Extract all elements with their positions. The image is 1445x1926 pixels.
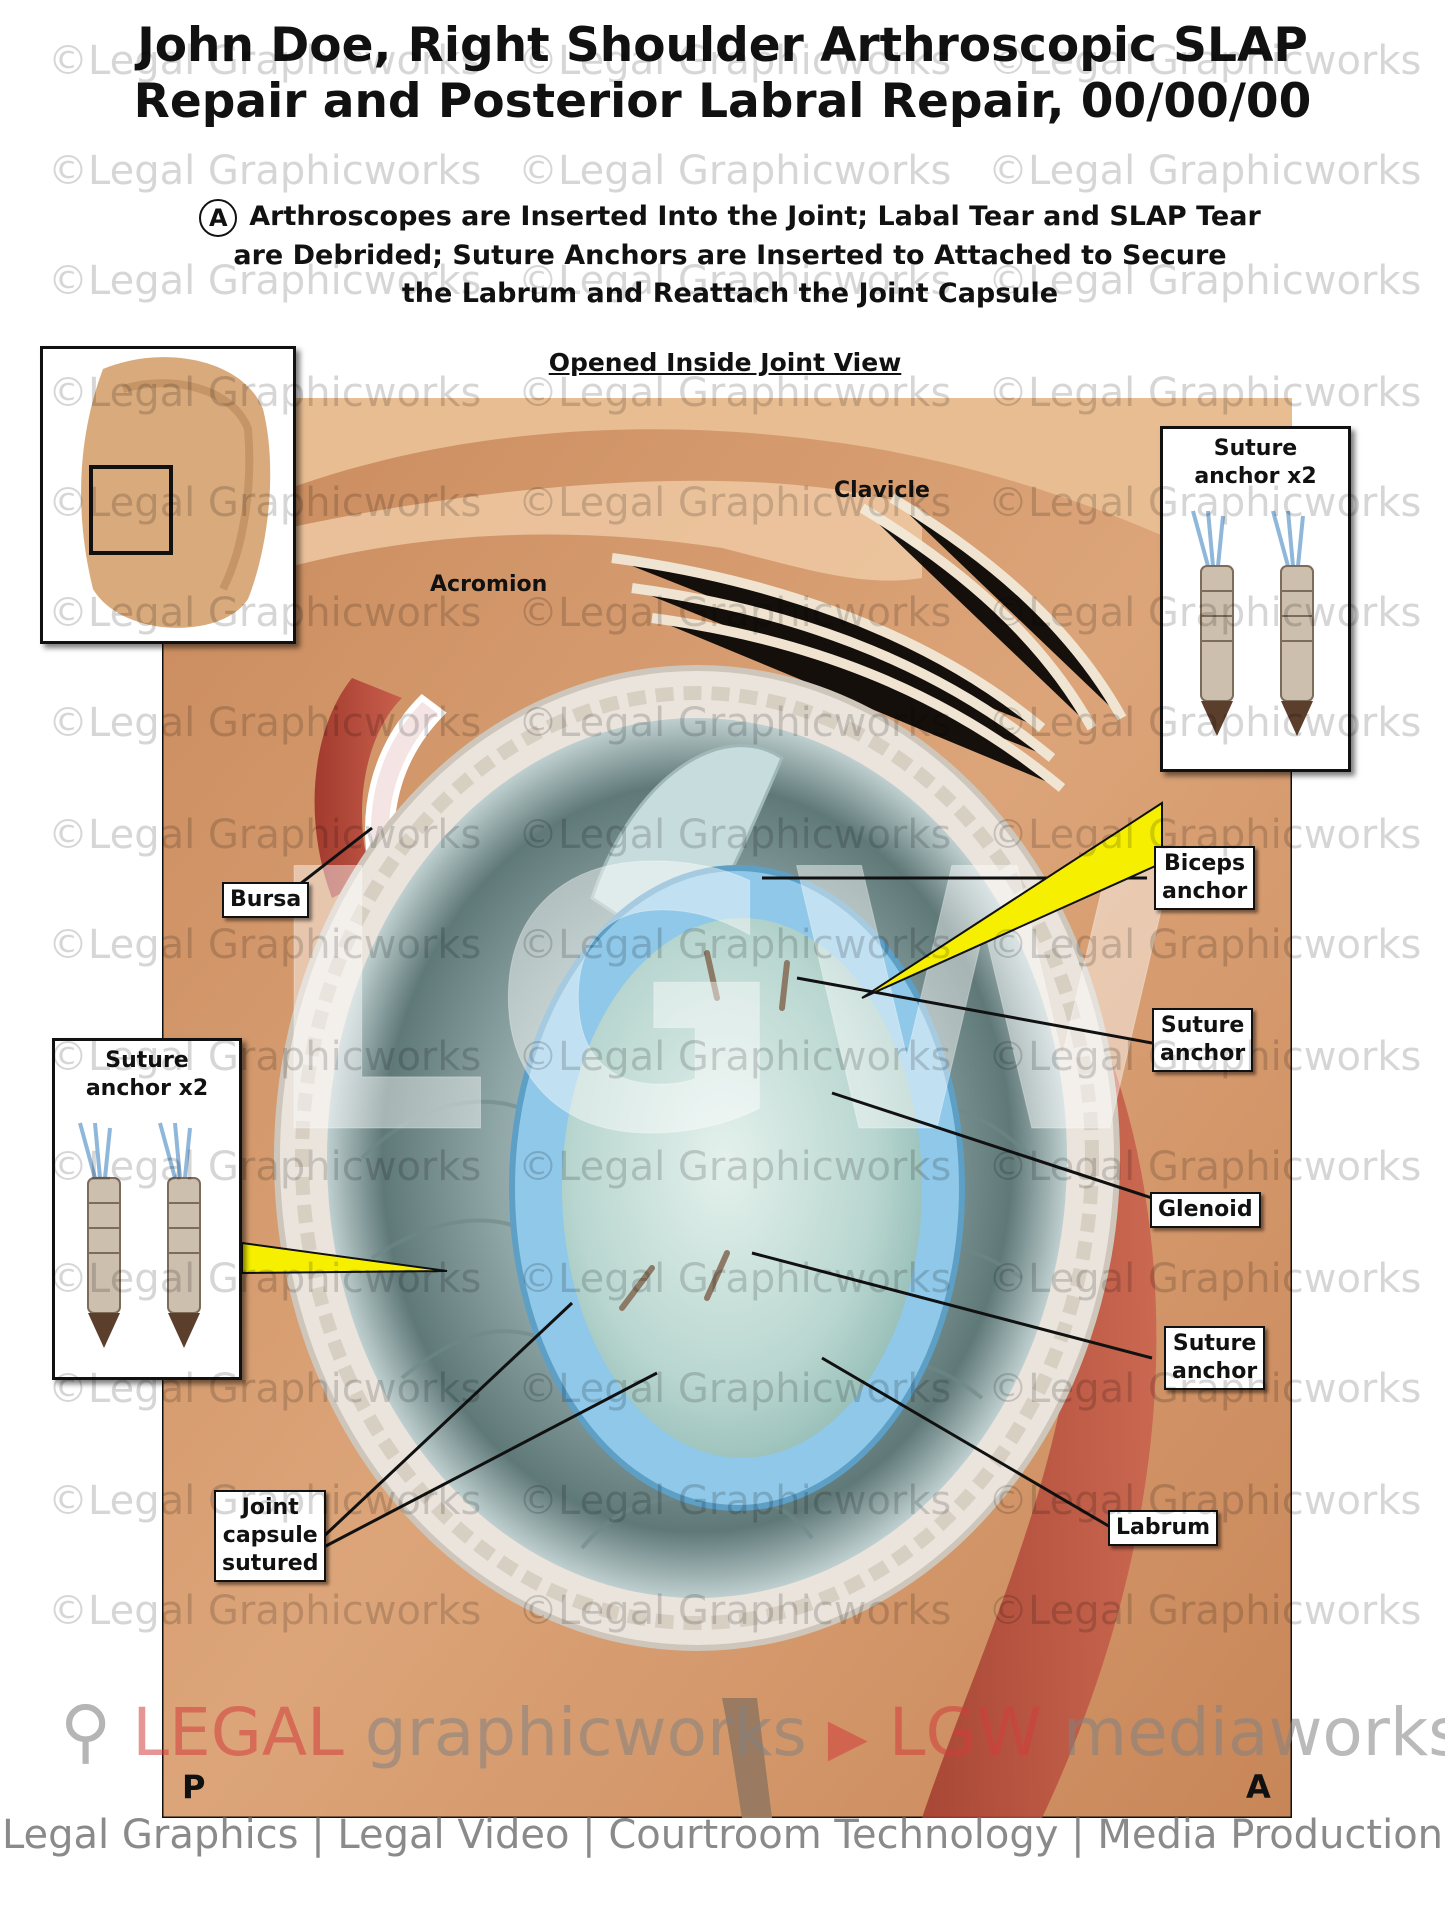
shoulder-joint-illustration: LGW xyxy=(162,398,1292,1818)
subtitle-line-3: the Labrum and Reattach the Joint Capsul… xyxy=(401,277,1059,309)
anterior-marker: A xyxy=(1246,1768,1271,1806)
brand-graphicworks: graphicworks xyxy=(364,1694,807,1771)
page-title: John Doe, Right Shoulder Arthroscopic SL… xyxy=(0,18,1445,130)
right-anchor-graphic xyxy=(1191,510,1314,736)
watermark-text: ©Legal Graphicworks xyxy=(518,148,952,194)
label-labrum: Labrum xyxy=(1108,1510,1219,1546)
suture-anchor-upper-line-1: Suture xyxy=(1160,1013,1245,1038)
brand-legal: LEGAL xyxy=(132,1694,344,1771)
joint-capsule-line-1: Joint xyxy=(241,1495,299,1520)
label-suture-anchor-lower: Suture anchor xyxy=(1164,1326,1266,1390)
suture-anchor-upper-line-2: anchor xyxy=(1160,1041,1246,1066)
locator-inset xyxy=(40,346,296,644)
view-title: Opened Inside Joint View xyxy=(548,348,902,377)
posterior-marker: P xyxy=(182,1768,206,1806)
left-inset-title-1: Suture xyxy=(105,1048,189,1073)
suture-anchor-lower-line-1: Suture xyxy=(1172,1331,1257,1356)
label-glenoid: Glenoid xyxy=(1150,1192,1261,1228)
subtitle: A Arthroscopes are Inserted Into the Join… xyxy=(170,198,1290,313)
magnifier-icon: ⚲ xyxy=(60,1690,112,1772)
suture-anchor-lower-line-2: anchor xyxy=(1172,1359,1258,1384)
title-line-2: Repair and Posterior Labral Repair, 00/0… xyxy=(133,74,1312,129)
biceps-anchor-line-1: Biceps xyxy=(1164,851,1246,876)
lgw-watermark: LGW xyxy=(261,794,1183,1213)
brand-watermark: ⚲ LEGAL graphicworks ▶ LGW mediaworks xyxy=(60,1690,1445,1772)
left-inset-title-2: anchor x2 xyxy=(85,1076,209,1101)
biceps-anchor-line-2: anchor xyxy=(1162,879,1248,904)
right-inset-title-1: Suture xyxy=(1213,436,1298,461)
locator-frame xyxy=(89,465,173,555)
label-clavicle: Clavicle xyxy=(834,478,930,503)
subtitle-line-1: Arthroscopes are Inserted Into the Joint… xyxy=(249,201,1261,232)
left-anchor-inset: Suture anchor x2 xyxy=(52,1038,242,1380)
label-biceps-anchor: Biceps anchor xyxy=(1154,846,1256,910)
left-anchor-graphic xyxy=(78,1122,201,1348)
joint-capsule-line-2: capsule xyxy=(222,1523,318,1548)
title-line-1: John Doe, Right Shoulder Arthroscopic SL… xyxy=(137,18,1308,73)
watermark-row: ©Legal Graphicworks ©Legal Graphicworks … xyxy=(0,148,1445,198)
watermark-text: ©Legal Graphicworks xyxy=(48,148,482,194)
label-acromion: Acromion xyxy=(430,572,548,597)
right-inset-title: Suture anchor x2 xyxy=(1163,435,1348,491)
subtitle-line-2: are Debrided; Suture Anchors are Inserte… xyxy=(233,239,1227,271)
footer: Legal Graphics | Legal Video | Courtroom… xyxy=(1,1812,1444,1858)
watermark-text: ©Legal Graphicworks xyxy=(988,148,1422,194)
right-anchor-inset: Suture anchor x2 xyxy=(1160,426,1351,772)
right-inset-title-2: anchor x2 xyxy=(1194,464,1317,489)
left-inset-title: Suture anchor x2 xyxy=(55,1047,239,1103)
step-marker: A xyxy=(199,198,238,237)
label-bursa: Bursa xyxy=(222,882,310,918)
label-suture-anchor-upper: Suture anchor xyxy=(1152,1008,1254,1072)
joint-capsule-line-3: sutured xyxy=(222,1551,319,1576)
label-joint-capsule-sutured: Joint capsule sutured xyxy=(214,1490,327,1582)
play-icon: ▶ xyxy=(827,1708,868,1768)
torso-locator-image xyxy=(43,349,293,641)
brand-lgw: LGW xyxy=(888,1694,1042,1771)
brand-mediaworks: mediaworks xyxy=(1062,1694,1445,1771)
